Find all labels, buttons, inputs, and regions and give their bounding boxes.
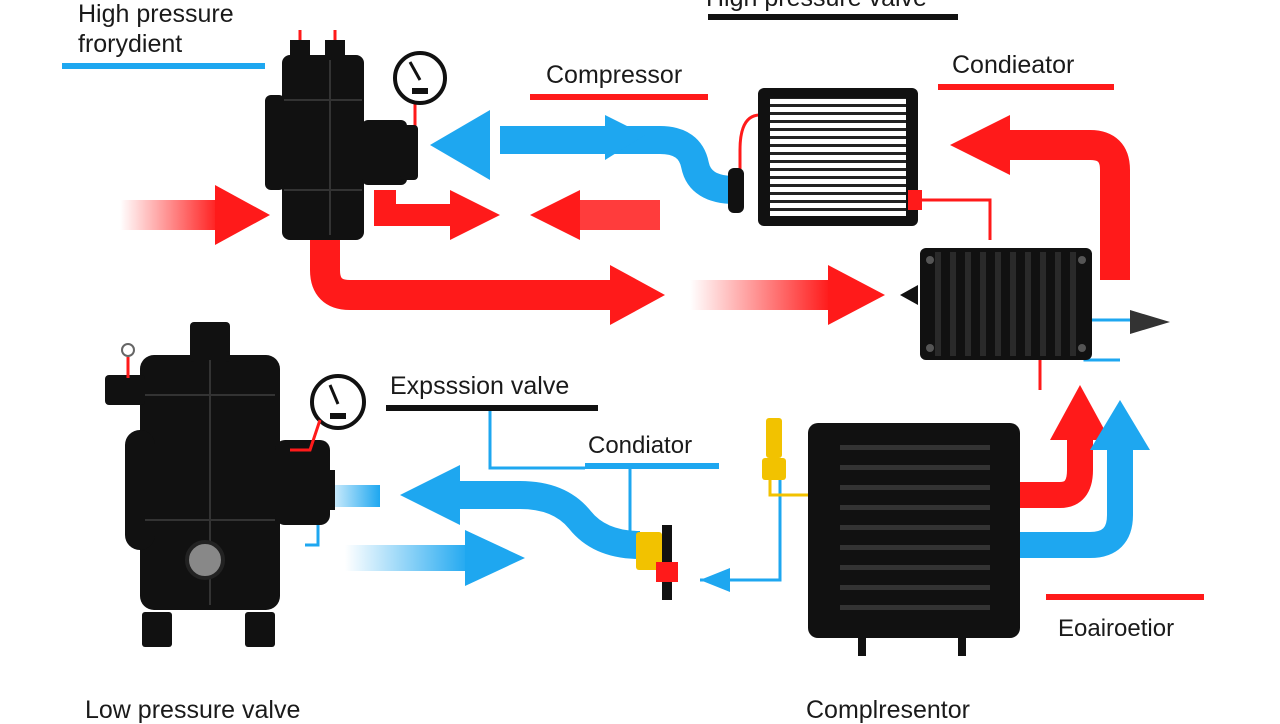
label-condenser-mid: Condiator bbox=[588, 432, 693, 459]
compressor-unit-icon bbox=[265, 40, 418, 240]
label-evaporator: Eoairoetior bbox=[1058, 615, 1175, 642]
underline-condenser-top bbox=[938, 84, 1114, 90]
label-high-pressure: High pressure bbox=[78, 0, 234, 28]
underline-top-center bbox=[708, 14, 958, 20]
underline-top-left bbox=[62, 63, 265, 69]
label-expansion-valve: Expsssion valve bbox=[390, 372, 570, 400]
low-pressure-arrowheads bbox=[400, 110, 1150, 586]
underline-evaporator bbox=[1046, 594, 1204, 600]
red-fade-left bbox=[120, 200, 220, 230]
label-high-pressure-valve: High pressure valve bbox=[706, 0, 927, 11]
label-low-pressure-valve: Low pressure valve bbox=[85, 696, 301, 724]
low-pressure-lines bbox=[460, 126, 1133, 559]
high-pressure-lines bbox=[310, 130, 1130, 508]
yellow-valve-icon bbox=[762, 418, 786, 480]
red-fade-right bbox=[690, 280, 830, 310]
label-frorydient: frorydient bbox=[78, 30, 183, 58]
pressure-gauge-icon bbox=[393, 51, 447, 105]
underline-expansion bbox=[386, 405, 598, 411]
underline-condenser-mid bbox=[585, 463, 719, 469]
lower-compressor-icon bbox=[105, 322, 335, 647]
lower-pressure-gauge-icon bbox=[290, 374, 366, 452]
underline-compressor bbox=[530, 94, 708, 100]
blue-fade-lower bbox=[345, 545, 470, 571]
label-condenser-top: Condieator bbox=[952, 51, 1075, 79]
label-bottom-compressor: Complresentor bbox=[806, 696, 970, 724]
red-fade-mid bbox=[580, 200, 660, 230]
finned-condenser-icon bbox=[900, 248, 1170, 360]
evaporator-coil-icon bbox=[808, 423, 1020, 656]
high-pressure-arrowheads bbox=[215, 115, 1110, 440]
condenser-coil-icon bbox=[728, 88, 922, 226]
expansion-valve-icon bbox=[636, 525, 730, 600]
label-compressor-top: Compressor bbox=[546, 61, 683, 89]
